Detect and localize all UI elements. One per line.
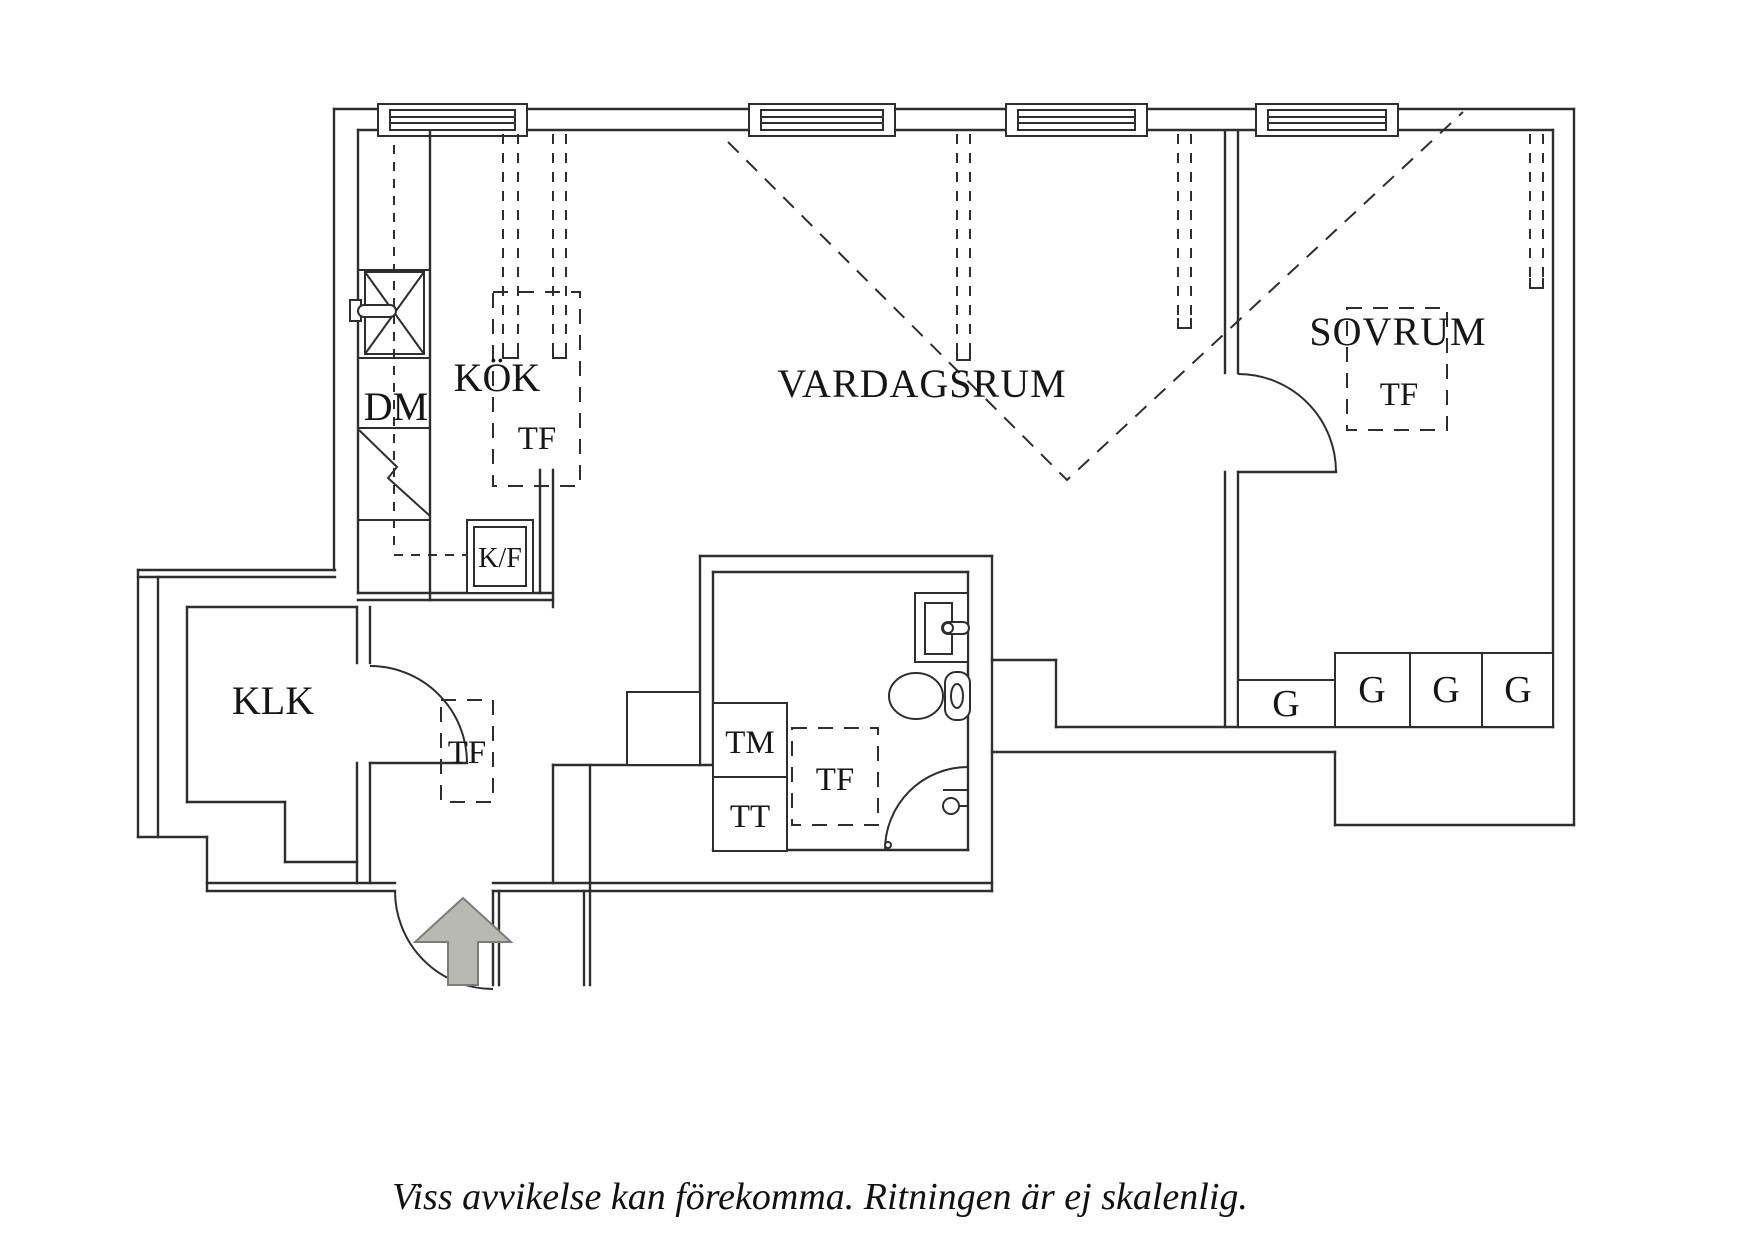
exterior-walls — [136, 107, 1576, 893]
room-label-living: VARDAGSRUM — [777, 361, 1066, 406]
room-label-closet: KLK — [232, 678, 314, 723]
skylight-box-kitchen — [492, 291, 581, 487]
toilet-icon — [888, 671, 971, 721]
entrance-arrow-icon — [412, 896, 514, 986]
washing-machine-box — [712, 702, 788, 778]
skylight-label-kitchen: TF — [518, 421, 557, 457]
fridge-freezer-label: K/F — [478, 543, 522, 574]
washing-machine-label: TM — [725, 725, 775, 761]
bathroom — [626, 554, 994, 893]
window — [1005, 103, 1148, 137]
kitchen — [349, 130, 555, 609]
bedroom-partition — [1223, 130, 1338, 729]
fridge-freezer-box — [466, 519, 534, 594]
wardrobe-label: G — [1358, 669, 1385, 711]
wardrobe-box — [1237, 679, 1336, 728]
wardrobes — [1237, 652, 1554, 728]
sloped-ceiling-line — [727, 111, 1464, 482]
ceiling-height-lines — [727, 111, 1464, 482]
window — [748, 103, 896, 137]
wardrobe-label: G — [1272, 683, 1299, 725]
counter-centerline — [393, 145, 467, 556]
window — [1255, 103, 1399, 137]
counter-zigzag — [358, 429, 431, 517]
skylight-boxes — [440, 291, 1448, 826]
klk-door-swing-arc — [369, 665, 468, 764]
dryer-label: TT — [730, 799, 770, 835]
entrance — [394, 763, 715, 990]
entry-door-swing-arc — [394, 890, 494, 990]
wardrobe-box — [1481, 652, 1554, 728]
windows — [377, 103, 1399, 137]
dryer-box — [712, 776, 788, 852]
room-label-bedroom: SOVRUM — [1309, 309, 1486, 354]
closet-klk — [185, 605, 469, 885]
kitchen-sink-icon — [349, 271, 425, 355]
bedroom-door-swing-arc — [1237, 373, 1337, 473]
disclaimer-caption: Viss avvikelse kan förekomma. Ritningen … — [392, 1176, 1248, 1218]
shower-icon — [884, 766, 969, 851]
skylight-box-bedroom — [1346, 307, 1448, 431]
skylight-label-bathroom: TF — [816, 762, 855, 798]
hall-cabinet — [626, 691, 701, 766]
bathroom-sink-icon — [914, 592, 970, 663]
wardrobe-label: G — [1432, 669, 1459, 711]
skylight-box-hall — [440, 699, 494, 803]
wardrobe-box — [1334, 652, 1411, 728]
skylight-label-bedroom: TF — [1380, 377, 1419, 413]
skylight-box-bathroom — [791, 727, 879, 826]
room-label-kitchen: KÖK — [454, 355, 541, 400]
window — [377, 103, 528, 137]
dishwasher-label: DM — [364, 384, 428, 429]
skylight-label-hall: TF — [448, 735, 487, 771]
wardrobe-label: G — [1504, 669, 1531, 711]
beam-pairs — [502, 134, 1544, 361]
wardrobe-box — [1409, 652, 1483, 728]
